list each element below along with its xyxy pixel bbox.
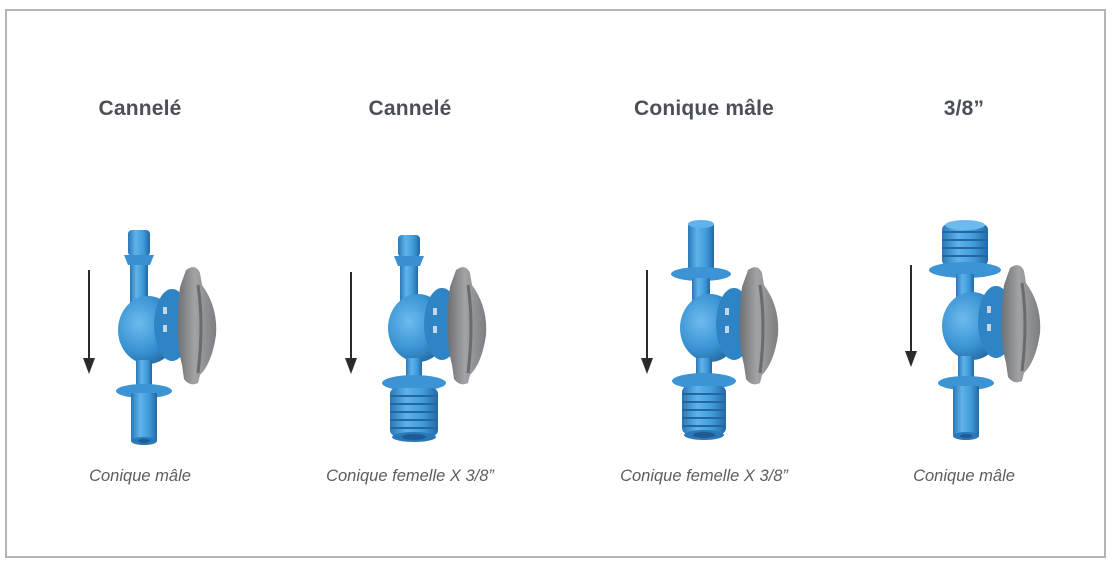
valve-item-2: Cannelé Conique femelle X 3/8” [280, 0, 540, 566]
valve-illustration [929, 220, 1041, 440]
bottom-connection-label: Conique femelle X 3/8” [326, 467, 494, 485]
flow-direction-arrow-icon [905, 265, 917, 367]
valve-illustration [671, 220, 779, 440]
top-connection-label: Cannelé [98, 97, 182, 120]
top-connection-label: 3/8” [943, 97, 985, 120]
valve-illustration [382, 235, 487, 442]
valve-item-1: Cannelé Conique mâle [10, 0, 270, 566]
flow-direction-arrow-icon [345, 272, 357, 374]
flow-direction-arrow-icon [83, 270, 95, 374]
flow-direction-arrow-icon [641, 270, 653, 374]
valve-item-3: Conique mâle Conique femelle X 3/8” [574, 0, 834, 566]
bottom-connection-label: Conique mâle [89, 467, 191, 485]
valve-item-4: 3/8” Conique mâle [834, 0, 1094, 566]
valve-illustration [116, 230, 217, 445]
top-connection-label: Cannelé [368, 97, 452, 120]
top-connection-label: Conique mâle [633, 97, 775, 120]
bottom-connection-label: Conique femelle X 3/8” [620, 467, 788, 485]
bottom-connection-label: Conique mâle [913, 467, 1015, 485]
